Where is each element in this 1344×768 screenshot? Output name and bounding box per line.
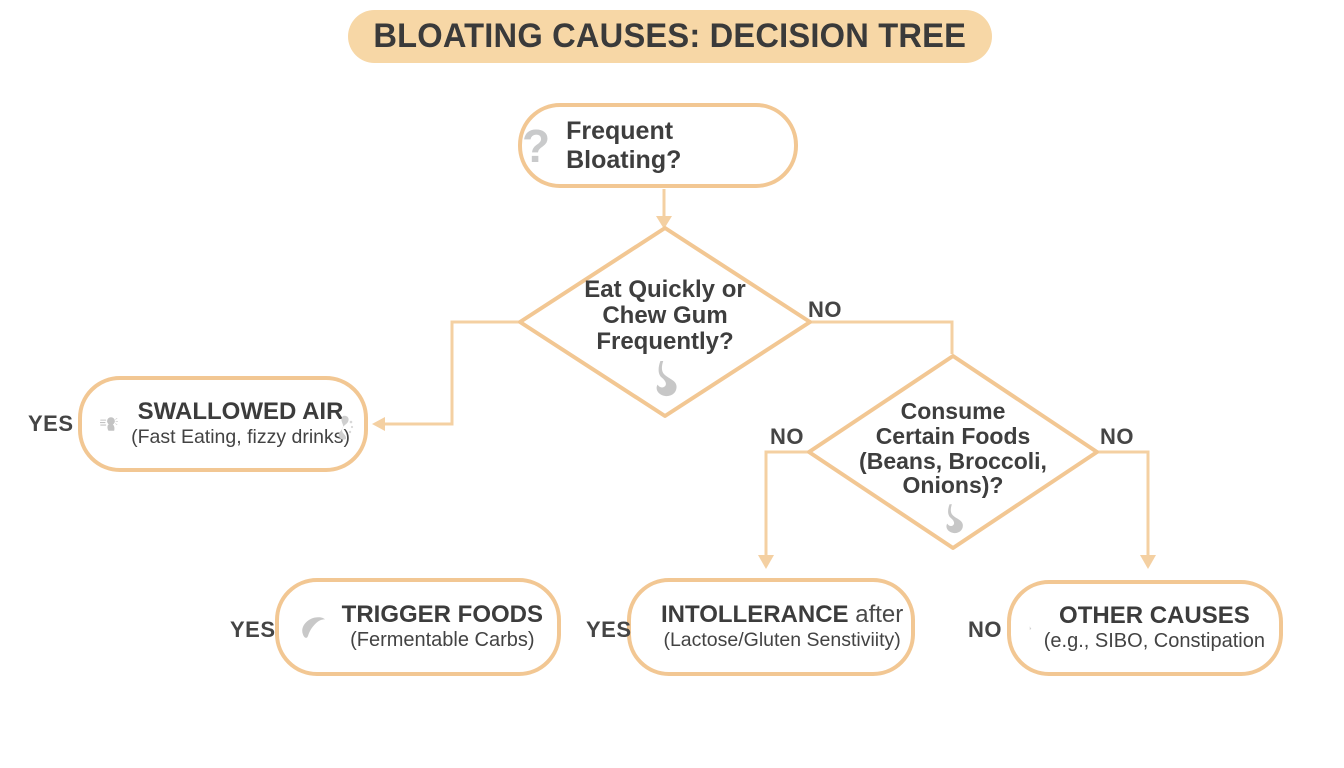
edge-label-yes-swallowed-air: YES xyxy=(28,411,74,436)
edge-d2-no-to-intollerance xyxy=(764,450,810,556)
outcome-title: OTHER CAUSES xyxy=(1059,601,1250,629)
arrowhead-down-intollerance xyxy=(758,555,774,569)
decision-1-label: Eat Quickly or Chew Gum Frequently? xyxy=(584,276,746,355)
edge-label-yes-intollerance: YES xyxy=(586,617,632,642)
fizzy-drink-icon xyxy=(338,415,354,440)
connectors xyxy=(384,189,1150,556)
outcome-title-text: SWALLOWED AIR xyxy=(137,398,344,426)
outcome-title-text: OTHER CAUSES xyxy=(1059,601,1250,629)
arrowheads xyxy=(372,216,1156,569)
edge-label-no-other-causes: NO xyxy=(968,617,1002,642)
edge-label-no-d1-right: NO xyxy=(808,297,842,322)
question-mark-icon: ? xyxy=(522,119,551,172)
root-node-label: Frequent Bloating? xyxy=(566,116,682,174)
outcome-title-text: TRIGGER FOODS xyxy=(341,600,543,628)
decision-2-label: Consume Certain Foods (Beans, Broccoli, … xyxy=(859,398,1047,499)
bean-icon xyxy=(302,617,325,638)
arrowhead-down-other-causes xyxy=(1140,555,1156,569)
edge-label-yes-trigger-foods: YES xyxy=(230,617,276,642)
node-swallowed-air: SWALLOWED AIR (Fast Eating, fizzy drinks… xyxy=(78,376,368,472)
arrowhead-down-d1 xyxy=(656,216,672,229)
edge-d2-no-to-other-causes xyxy=(1096,450,1150,556)
fast-eating-icon xyxy=(100,417,119,431)
node-intollerance: INTOLLERANCE after (Lactose/Gluten Senst… xyxy=(627,578,915,676)
page-title: BLOATING CAUSES: DECISION TREE xyxy=(373,17,967,55)
title-banner: BLOATING CAUSES: DECISION TREE xyxy=(348,10,992,63)
node-trigger-foods: TRIGGER FOODS (Fermentable Carbs) xyxy=(275,578,561,676)
outcome-title: SWALLOWED AIR xyxy=(137,398,344,426)
node-frequent-bloating: ? Frequent Bloating? xyxy=(518,103,798,188)
outcome-subtitle: (e.g., SIBO, Constipation xyxy=(1043,630,1265,653)
stomach-icon xyxy=(656,361,677,397)
outcome-title-suffix: after xyxy=(848,601,904,629)
node-other-causes: OTHER CAUSES (e.g., SIBO, Constipation xyxy=(1007,580,1283,676)
edge-label-no-d2-left: NO xyxy=(770,424,804,449)
outcome-title-text: INTOLLERANCE xyxy=(661,601,849,629)
outcome-subtitle: (Fast Eating, fizzy drinks) xyxy=(131,425,350,448)
edge-d1-yes-to-swallowed-air xyxy=(384,320,522,426)
edge-label-no-d2-right: NO xyxy=(1100,424,1134,449)
outcome-subtitle: (Fermentable Carbs) xyxy=(350,629,535,652)
outcome-subtitle: (Lactose/Gluten Senstiviity) xyxy=(663,628,901,651)
outcome-title: TRIGGER FOODS xyxy=(341,600,543,628)
edge-d1-no-to-d2 xyxy=(808,320,954,354)
outcome-title: INTOLLERANCE after xyxy=(661,601,904,629)
stomach-intestines-icon xyxy=(1029,626,1032,630)
arrowhead-left-swallowed-air xyxy=(372,417,385,431)
stomach-icon xyxy=(946,504,963,534)
